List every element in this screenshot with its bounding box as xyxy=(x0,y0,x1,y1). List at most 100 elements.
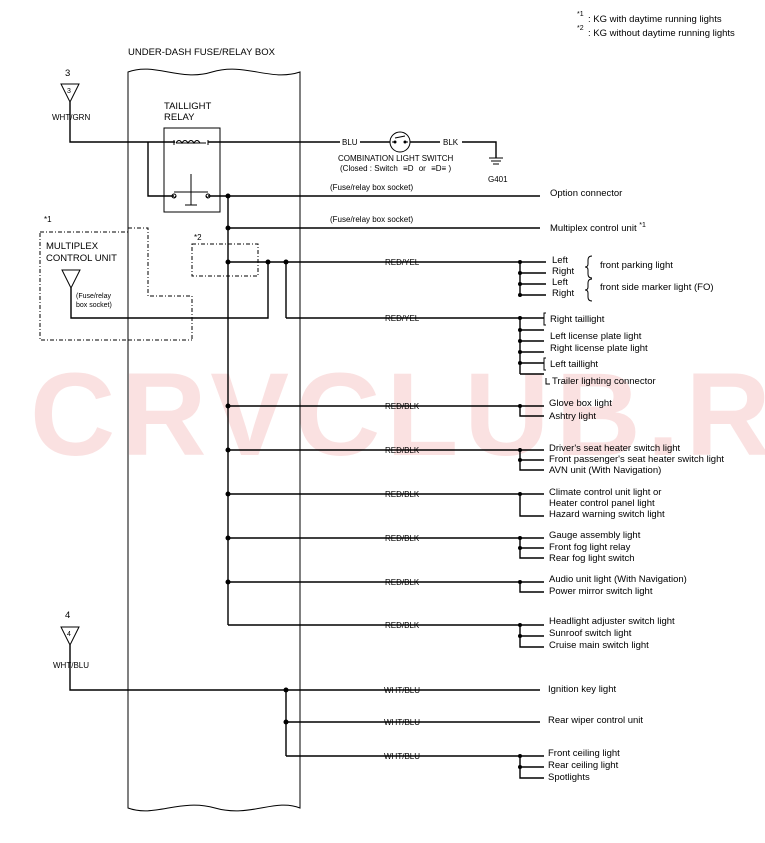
branch-5-item-3: Hazard warning switch light xyxy=(549,509,665,520)
switch-wire-out: BLK xyxy=(443,138,459,147)
output-multiplex-sup: *1 xyxy=(639,222,646,229)
watermark: CRVCLUB.RU xyxy=(30,349,765,481)
branch-8-item-3: Cruise main switch light xyxy=(549,640,649,651)
fuse-4-number: 4 xyxy=(65,610,70,621)
wire-mcu-solid xyxy=(70,262,269,319)
group-label-parking: front parking light xyxy=(600,260,673,271)
mcu-mark: *1 xyxy=(44,215,52,224)
branch-1-item-1: Left xyxy=(552,255,568,266)
output-option-connector: Option connector xyxy=(550,188,622,199)
relay-label-1: TAILLIGHT xyxy=(164,101,212,112)
branch-6-item-3: Rear fog light switch xyxy=(549,553,635,564)
switch-position-glyph-2: ≡D≡ xyxy=(431,164,446,173)
relay-label-2: RELAY xyxy=(164,112,195,123)
branch-1-taps xyxy=(518,260,546,297)
branch-8-item-1: Headlight adjuster switch light xyxy=(549,616,675,627)
branch-3-item-1: Glove box light xyxy=(549,398,612,409)
mcu-socket-1: (Fuse/relay xyxy=(76,293,112,300)
blu-branch-2-wire: WHT/BLU xyxy=(384,718,420,727)
branch-3-item-2: Ashtry light xyxy=(549,411,596,422)
output-multiplex-label: Multiplex control unit xyxy=(550,223,637,234)
branch-2-item-4: Left taillight xyxy=(550,359,598,370)
branch-2-item-5: Trailer lighting connector xyxy=(552,376,656,387)
blu-branch-1-item-1: Ignition key light xyxy=(548,684,616,695)
fuse-3: 3 3 WHT/GRN xyxy=(52,68,90,122)
note-1-text: : KG with daytime running lights xyxy=(588,14,722,25)
switch-position-prefix: (Closed : Switch xyxy=(340,164,398,173)
note-2-text: : KG without daytime running lights xyxy=(588,28,735,39)
wire-branch-7 xyxy=(228,581,544,593)
branch-1-wire: RED/YEL xyxy=(385,258,420,267)
wire-relay-coil-in xyxy=(147,142,174,197)
branch-8-item-2: Sunroof switch light xyxy=(549,628,632,639)
star2-box xyxy=(191,243,259,277)
branch-4-item-2: Front passenger's seat heater switch lig… xyxy=(549,454,724,465)
mcu-socket-2: box socket) xyxy=(76,302,112,309)
fuse-3-inner: 3 xyxy=(67,88,71,95)
branch-5-item-1: Climate control unit light or xyxy=(549,487,661,498)
branch-4-item-3: AVN unit (With Navigation) xyxy=(549,465,661,476)
brace-parking xyxy=(584,255,593,279)
blu-branch-1-wire: WHT/BLU xyxy=(384,686,420,695)
wire-fuse3 xyxy=(69,102,175,143)
output-multiplex-control-unit: Multiplex control unit *1 xyxy=(550,222,646,234)
note-2-mark: *2 xyxy=(577,25,584,32)
wire-fuse4 xyxy=(69,645,287,756)
branch-7-item-2: Power mirror switch light xyxy=(549,586,653,597)
socket-label-1: (Fuse/relay box socket) xyxy=(330,183,413,192)
switch-position-glyph-1: ≡D xyxy=(403,164,414,173)
fuse-4-inner: 4 xyxy=(67,631,71,638)
wire-branch-3 xyxy=(228,405,544,417)
branch-8-wire: RED/BLK xyxy=(385,621,420,630)
wire-mcu-dashed-top xyxy=(128,227,193,340)
blu-branch-3-item-2: Rear ceiling light xyxy=(548,760,619,771)
mcu-label-1: MULTIPLEX xyxy=(46,241,99,252)
branch-6-wire: RED/BLK xyxy=(385,534,420,543)
ground-label: G401 xyxy=(488,175,508,184)
branch-2-wire: RED/YEL xyxy=(385,314,420,323)
branch-4-wire: RED/BLK xyxy=(385,446,420,455)
blu-branch-3-item-1: Front ceiling light xyxy=(548,748,620,759)
branch-2-taps xyxy=(518,316,544,375)
branch-3-wire: RED/BLK xyxy=(385,402,420,411)
branch-7-item-1: Audio unit light (With Navigation) xyxy=(549,574,687,585)
branch-2-item-2: Left license plate light xyxy=(550,331,642,342)
socket-label-2: (Fuse/relay box socket) xyxy=(330,215,413,224)
branch-6-item-1: Gauge assembly light xyxy=(549,530,641,541)
mcu-label-2: CONTROL UNIT xyxy=(46,253,117,264)
fuse-4-wire: WHT/BLU xyxy=(53,661,89,670)
switch-position-suffix: ) xyxy=(448,164,451,173)
multiplex-control-unit: *1 MULTIPLEX CONTROL UNIT (Fuse/relay bo… xyxy=(39,215,129,341)
branch-6-item-2: Front fog light relay xyxy=(549,542,631,553)
combination-light-switch: BLU BLK G401 COMBINATION LIGHT SWITCH (C… xyxy=(338,131,508,184)
branch-5-wire: RED/BLK xyxy=(385,490,420,499)
fuse-3-number: 3 xyxy=(65,68,70,79)
branch-1-item-2: Right xyxy=(552,266,575,277)
note-1-mark: *1 xyxy=(577,11,584,18)
fuse-3-wire: WHT/GRN xyxy=(52,113,90,122)
switch-wire-in: BLU xyxy=(342,138,358,147)
branch-1-item-4: Right xyxy=(552,288,575,299)
branch-5-item-2: Heater control panel light xyxy=(549,498,655,509)
taillight-relay: TAILLIGHT RELAY xyxy=(163,101,221,213)
fuse-relay-box-outline xyxy=(127,68,301,812)
blu-branch-2-item-1: Rear wiper control unit xyxy=(548,715,643,726)
branch-1-item-3: Left xyxy=(552,277,568,288)
blu-branch-3-item-3: Spotlights xyxy=(548,772,590,783)
branch-4-item-1: Driver's seat heater switch light xyxy=(549,443,681,454)
star2-mark: *2 xyxy=(194,233,202,242)
switch-name: COMBINATION LIGHT SWITCH xyxy=(338,154,453,163)
box-title: UNDER-DASH FUSE/RELAY BOX xyxy=(128,47,276,58)
fuse-4: 4 4 WHT/BLU xyxy=(53,610,89,670)
group-label-side-marker: front side marker light (FO) xyxy=(600,282,714,293)
blu-branch-3-wire: WHT/BLU xyxy=(384,752,420,761)
wire-branch-5 xyxy=(228,493,544,517)
branch-2-item-1: Right taillight xyxy=(550,314,605,325)
branch-2-item-3: Right license plate light xyxy=(550,343,648,354)
switch-position-text: (Closed : Switch ≡D or ≡D≡ ) xyxy=(340,164,451,173)
switch-position-or: or xyxy=(419,164,426,173)
notes: *1 : KG with daytime running lights *2 :… xyxy=(577,11,735,39)
brace-side-marker xyxy=(584,278,593,302)
branch-7-wire: RED/BLK xyxy=(385,578,420,587)
